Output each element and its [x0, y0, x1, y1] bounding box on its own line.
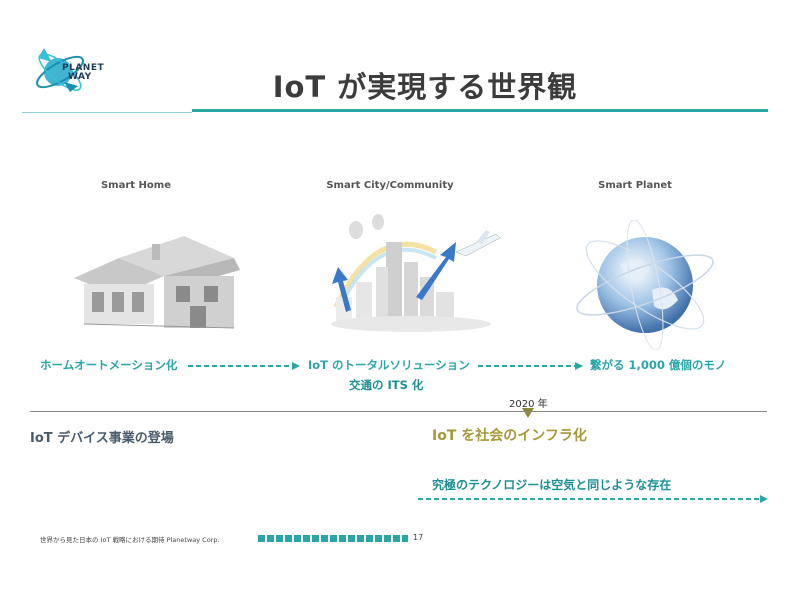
logo-text: PLANET WAY	[62, 63, 105, 82]
step-home-automation: ホームオートメーション化	[40, 358, 178, 372]
city-illustration	[331, 214, 501, 332]
timeline-line	[30, 411, 767, 412]
iot-device-business-label: IoT デバイス事業の登場	[30, 431, 174, 446]
house-illustration	[74, 236, 240, 329]
step-connected-things: 繋がる 1,000 億個のモノ	[590, 358, 727, 372]
dashed-arrow-2	[478, 362, 583, 370]
year-marker-triangle	[522, 408, 534, 418]
iot-infrastructure-label: IoT を社会のインフラ化	[432, 428, 587, 444]
label-smart-home: Smart Home	[100, 180, 171, 191]
label-smart-planet: Smart Planet	[598, 180, 672, 191]
step-its: 交通の ITS 化	[349, 378, 424, 392]
year-2020-label: 2020 年	[509, 399, 548, 410]
step-iot-total-solution: IoT のトータルソリューション	[308, 358, 470, 372]
title-underline	[192, 109, 768, 112]
ultimate-technology-label: 究極のテクノロジーは空気と同じような存在	[432, 478, 672, 492]
page-number: 17	[413, 533, 424, 542]
globe-illustration	[576, 220, 714, 350]
title-underline-thin	[22, 112, 192, 113]
dashed-arrow-3	[418, 495, 768, 503]
footer-text: 世界から見た日本の IoT 戦略における期待 Planetway Corp.	[40, 536, 220, 544]
footer-progress-bar	[258, 535, 408, 542]
page-title: IoT が実現する世界観	[272, 70, 578, 104]
label-smart-city: Smart City/Community	[326, 180, 454, 191]
planetway-logo	[36, 48, 84, 92]
dashed-arrow-1	[188, 362, 300, 370]
